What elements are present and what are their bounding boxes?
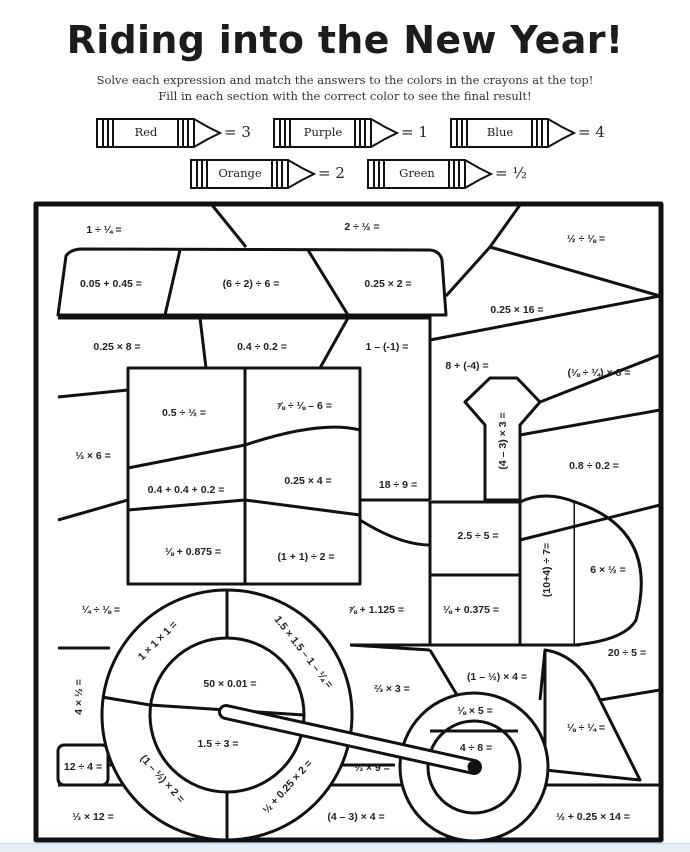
expr-label: 4 × ½ = (73, 679, 85, 715)
sky-divider (489, 245, 661, 298)
crayon-orange: Orange = 2 (190, 158, 350, 192)
connecting-rod-fill (221, 707, 479, 772)
sky-divider (444, 245, 492, 298)
expr-label: ⅓ × 9 = (354, 762, 390, 774)
expr-label: (4 – 3) × 4 = (327, 811, 384, 823)
sky-divider (519, 503, 661, 542)
crayon-label: Green (399, 166, 435, 180)
expr-label: ⅓ × 6 = (75, 450, 111, 462)
expr-label: (10+4) ÷ 7= (541, 543, 553, 597)
crayon-red: Red = 3 (96, 117, 256, 151)
sky-divider (429, 294, 661, 342)
smokestack (463, 376, 542, 502)
expr-label: ½ ÷ ⅛ = (567, 233, 605, 245)
sky-divider (519, 408, 661, 437)
rod-pin (467, 760, 481, 774)
window-divider (127, 443, 246, 470)
expr-label: 20 ÷ 5 = (608, 647, 646, 659)
expr-label: 1 ÷ ¼ = (86, 224, 121, 236)
crayon-value: = 1 (401, 123, 428, 141)
crayon-label: Blue (486, 125, 514, 139)
instruction-line-2: Fill in each section with the correct co… (158, 89, 532, 103)
sky-divider (210, 204, 248, 248)
expr-label: 8 + (-4) = (445, 360, 488, 372)
bottom-bar (0, 843, 690, 852)
crayon-icon (190, 159, 316, 189)
expr-label: 0.4 + 0.4 + 0.2 = (148, 484, 225, 496)
crayon-icon (367, 159, 493, 189)
expr-label: 12 ÷ 4 = (64, 761, 102, 773)
crayon-icon (273, 118, 399, 148)
crayon-icon (96, 118, 222, 148)
expr-label: (1 + 1) ÷ 2 = (277, 551, 334, 563)
expr-label: ½ + 0.25 × 14 = (556, 811, 630, 823)
crayon-label: Orange (218, 166, 262, 180)
expr-label: 2 ÷ ½ = (344, 221, 379, 233)
window-divider (244, 498, 361, 517)
sky-divider (539, 353, 661, 404)
body-divider (349, 643, 431, 652)
crayon-icon (450, 118, 576, 148)
expr-label: 1 – (-1) = (366, 341, 409, 353)
crayon-value: = ½ (495, 164, 527, 182)
roof-divider (306, 249, 350, 316)
crayon-blue: Blue = 4 (450, 117, 610, 151)
crayon-value: = 4 (578, 123, 605, 141)
cab-roof (56, 247, 448, 317)
expr-label: ⅛ × 5 = (457, 705, 493, 717)
expr-label: 0.8 ÷ 0.2 = (569, 460, 619, 472)
sky-divider (599, 688, 661, 702)
expr-label: 4 ÷ 8 = (460, 742, 492, 754)
expr-label: 0.25 × 2 = (364, 278, 411, 290)
expr-label: 2.5 ÷ 5 = (457, 530, 498, 542)
expr-label: 0.05 + 0.45 = (80, 278, 142, 290)
cowcatcher (543, 648, 642, 782)
body-divider (428, 649, 462, 701)
expr-label: ¼ ÷ ⅛ = (82, 604, 120, 616)
wheel-spoke (101, 695, 151, 707)
cab-divider (318, 317, 350, 369)
expr-label: 0.5 ÷ ½ = (162, 407, 206, 419)
crayon-label: Purple (303, 125, 343, 139)
expr-label: 50 × 0.01 = (203, 678, 256, 690)
crayon-label: Red (134, 125, 158, 139)
sky-divider (488, 204, 522, 248)
window-divider (127, 498, 246, 512)
expr-label: ⅓ × 12 = (72, 811, 113, 823)
crayon-value: = 2 (318, 164, 345, 182)
crayon-purple: Purple = 1 (273, 117, 433, 151)
instruction-line-1: Solve each expression and match the answ… (96, 73, 594, 87)
expr-label: 0.25 × 16 = (490, 304, 543, 316)
cab-divider (198, 317, 208, 369)
expr-label: 18 ÷ 9 = (379, 479, 417, 491)
boiler-nose (574, 500, 643, 647)
expr-label: ⅔ × 3 = (374, 683, 410, 695)
picture-frame (33, 201, 664, 843)
expr-label: ⅛ + 0.375 = (443, 604, 499, 616)
crayon-value: = 3 (224, 123, 251, 141)
expr-label: 0.25 × 4 = (284, 475, 331, 487)
roof-divider (163, 249, 182, 316)
expr-label: 1.5 ÷ 3 = (197, 738, 238, 750)
expr-label: (4 – 3) × 3 = (497, 412, 509, 469)
expr-label: 0.25 × 8 = (93, 341, 140, 353)
crayon-green: Green = ½ (367, 158, 527, 192)
expr-label: ⅞ + 1.125 = (348, 604, 404, 616)
expr-label: ⅞ ÷ ⅛ – 6 = (276, 400, 332, 412)
cab-divider (57, 498, 129, 522)
expr-label: ⅛ ÷ ¼ = (567, 722, 605, 734)
expr-label: (1 – ½) × 4 = (467, 671, 527, 683)
cab-divider (57, 388, 129, 399)
expr-label: (⅛ ÷ ¼) × 8 = (568, 367, 631, 379)
window-divider (359, 518, 431, 547)
expr-label: ⅛ + 0.875 = (165, 546, 221, 558)
window-divider (244, 425, 361, 447)
worksheet-title: Riding into the New Year! (66, 18, 624, 62)
expr-label: 0.4 ÷ 0.2 = (237, 341, 287, 353)
expr-label: 6 × ½ = (590, 564, 626, 576)
expr-label: (6 ÷ 2) ÷ 6 = (223, 278, 280, 290)
region-outlines (33, 201, 664, 843)
